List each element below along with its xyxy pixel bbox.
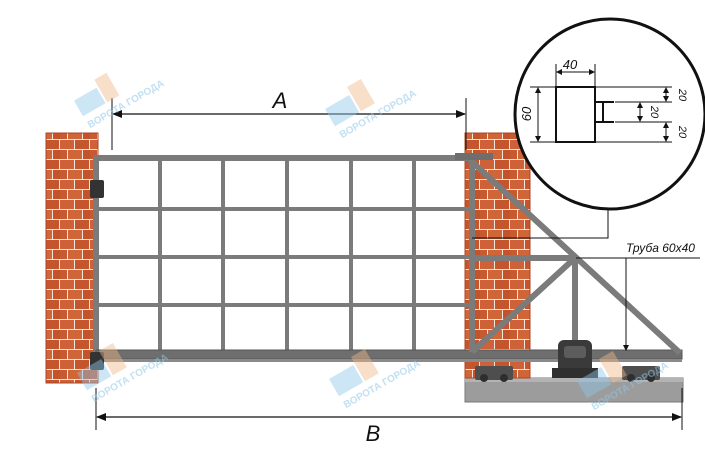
guide-beam [95, 349, 683, 360]
watermark-1: ВОРОТА ГОРОДА [74, 72, 166, 131]
roller-carriage-right [622, 366, 660, 382]
dim-60-label: 60 [519, 106, 534, 121]
watermark-4: ВОРОТА ГОРОДА [329, 349, 422, 411]
pipe-section [555, 86, 596, 143]
counterweight-frame [467, 157, 683, 356]
dim-40-label: 40 [563, 57, 578, 72]
pipe-label: Труба 60х40 [626, 241, 695, 255]
upper-catcher [90, 180, 104, 198]
dimension-b [95, 388, 683, 430]
dim-gap-20-label: 20 [648, 105, 660, 119]
lower-catcher [90, 352, 104, 370]
dimension-a-label: A [271, 88, 288, 113]
foundation-top-edge [465, 378, 683, 382]
guide-beam-lower [96, 359, 682, 362]
top-catcher [455, 153, 493, 160]
roller-carriage-left [475, 366, 513, 382]
dim-bottom-20-label: 20 [676, 125, 688, 139]
detail-circle [513, 17, 705, 211]
detail-leader-line [472, 198, 609, 239]
drive-motor [552, 340, 598, 378]
left-brick-pillar [45, 132, 99, 384]
dimension-a [111, 98, 467, 150]
dim-top-20-label: 20 [676, 88, 688, 102]
gate-leaf [93, 155, 475, 357]
watermark-2: ВОРОТА ГОРОДА [325, 79, 418, 141]
dimension-b-label: B [366, 421, 381, 446]
